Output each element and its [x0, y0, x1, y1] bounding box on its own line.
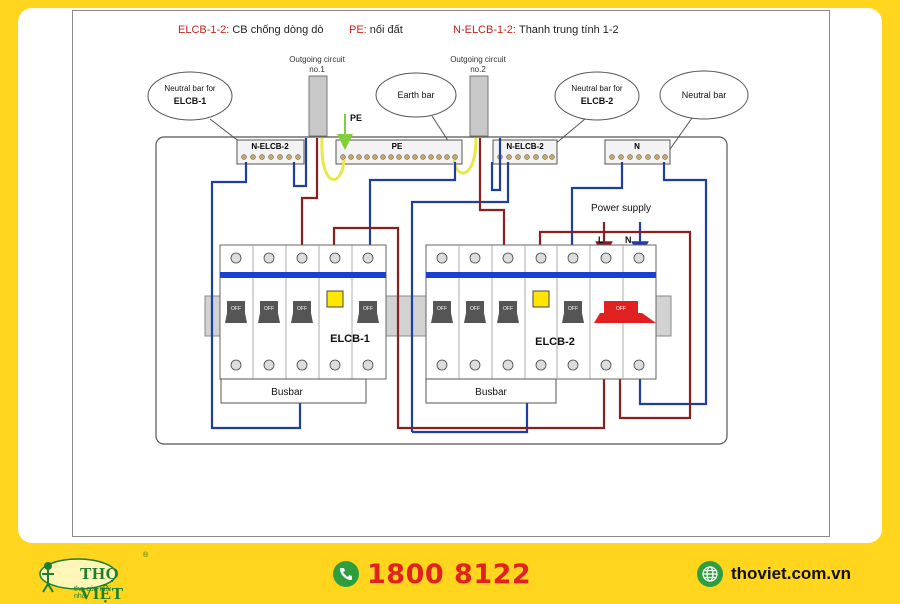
- legend-2: PE:nối đất: [349, 24, 403, 36]
- outgoing-2-label: Outgoing circuit: [450, 55, 506, 64]
- outgoing-2-conduit: [469, 75, 489, 137]
- svg-text:OFF: OFF: [470, 306, 480, 312]
- brand-logo-mark: [39, 558, 117, 593]
- pe-wire-1: [320, 137, 346, 181]
- elcb-2-off-switches: OFF OFF OFF OFF: [431, 301, 584, 323]
- busbar-1-label: Busbar: [271, 387, 303, 398]
- svg-text:OFF: OFF: [568, 306, 578, 312]
- callout-earth-label: Earth bar: [397, 90, 434, 100]
- blue-wires: [210, 138, 708, 434]
- callout-neutral-1-line2: ELCB-1: [174, 96, 207, 106]
- svg-text:PE: PE: [392, 142, 403, 151]
- power-supply-label: Power supply: [591, 203, 651, 214]
- brand-logo[interactable]: THỌ VIỆT thợ của mọi nhà ®: [34, 552, 148, 603]
- callout-neutral-2-line2: ELCB-2: [581, 96, 614, 106]
- brand-registered: ®: [143, 552, 149, 559]
- brand-name: THỌ VIỆT: [80, 564, 124, 603]
- elcb-2-screws: [436, 252, 645, 371]
- outgoing-1-label: Outgoing circuit: [289, 55, 345, 64]
- bar-n: N: [604, 139, 671, 165]
- outgoing-1-conduit: [308, 75, 328, 137]
- elcb-2-group: OFF OFF OFF OFF OFF ELCB-2: [425, 244, 657, 380]
- power-supply-n: N: [625, 235, 632, 245]
- enclosure: [155, 136, 728, 445]
- callout-neutral-2-line1: Neutral bar for: [571, 84, 622, 93]
- callout-neutral-2: [554, 71, 640, 121]
- wiring-diagram: ELCB-1-2:CB chống dòng dò PE:nối đất N-E…: [147, 24, 749, 445]
- main-switch: OFF: [594, 301, 656, 323]
- elcb-1-test-button: [326, 290, 344, 308]
- svg-text:N: N: [634, 142, 640, 151]
- globe-icon: [697, 561, 723, 587]
- phone-icon: [333, 561, 359, 587]
- hotline-number[interactable]: 1800 8122: [367, 558, 532, 590]
- legend-1: ELCB-1-2:CB chống dòng dò: [178, 24, 324, 36]
- footer: THỌ VIỆT thợ của mọi nhà ® 1800 8122 tho…: [0, 548, 900, 603]
- svg-text:OFF: OFF: [437, 306, 447, 312]
- elcb-2-blue-band: [426, 272, 656, 278]
- red-wires: [300, 138, 692, 430]
- callout-neutral-1: [147, 71, 233, 121]
- callout-earth: [375, 72, 457, 118]
- svg-text:N-ELCB-2: N-ELCB-2: [251, 142, 289, 151]
- busbar-2: [425, 378, 557, 404]
- website-url[interactable]: thoviet.com.vn: [731, 564, 851, 583]
- pe-label: PE: [350, 113, 362, 123]
- bar-pe: PE: [335, 139, 463, 165]
- callout-neutral-label: Neutral bar: [682, 90, 727, 100]
- elcb-1-top-screws: [230, 252, 374, 371]
- svg-text:OFF: OFF: [616, 306, 626, 312]
- brand-tagline: thợ của mọi nhà: [74, 586, 111, 600]
- elcb-1-group: OFF OFF OFF OFF ELCB-1: [219, 244, 387, 380]
- bar-n-elcb-right: N-ELCB-2: [492, 139, 558, 165]
- callout-neutral-1-line1: Neutral bar for: [164, 84, 215, 93]
- callout-neutral: [659, 70, 749, 120]
- power-supply-l: L: [598, 235, 604, 245]
- legend-3: N-ELCB-1-2:Thanh trung tính 1-2: [453, 24, 619, 36]
- svg-text:OFF: OFF: [503, 306, 513, 312]
- elcb-2-test-button: [532, 290, 550, 308]
- busbar-1: [220, 378, 367, 404]
- outgoing-1-no: no.1: [309, 65, 325, 74]
- svg-text:N-ELCB-2: N-ELCB-2: [506, 142, 544, 151]
- busbar-2-label: Busbar: [475, 387, 507, 398]
- outgoing-2-no: no.2: [470, 65, 486, 74]
- callout-neutral-pointer: [667, 117, 693, 153]
- elcb-2-label: ELCB-2: [535, 336, 575, 348]
- elcb-1-blue-band: [220, 272, 386, 278]
- hotline[interactable]: 1800 8122: [333, 558, 531, 590]
- elcb-1-off-switches: OFF OFF OFF OFF: [225, 301, 379, 323]
- website[interactable]: thoviet.com.vn: [697, 558, 851, 590]
- diagram-frame: [72, 10, 830, 537]
- svg-text:OFF: OFF: [297, 306, 307, 312]
- bar-n-elcb-left: N-ELCB-2: [236, 139, 305, 165]
- svg-text:OFF: OFF: [363, 306, 373, 312]
- elcb-1-label: ELCB-1: [330, 333, 370, 345]
- svg-text:OFF: OFF: [231, 306, 241, 312]
- svg-text:OFF: OFF: [264, 306, 274, 312]
